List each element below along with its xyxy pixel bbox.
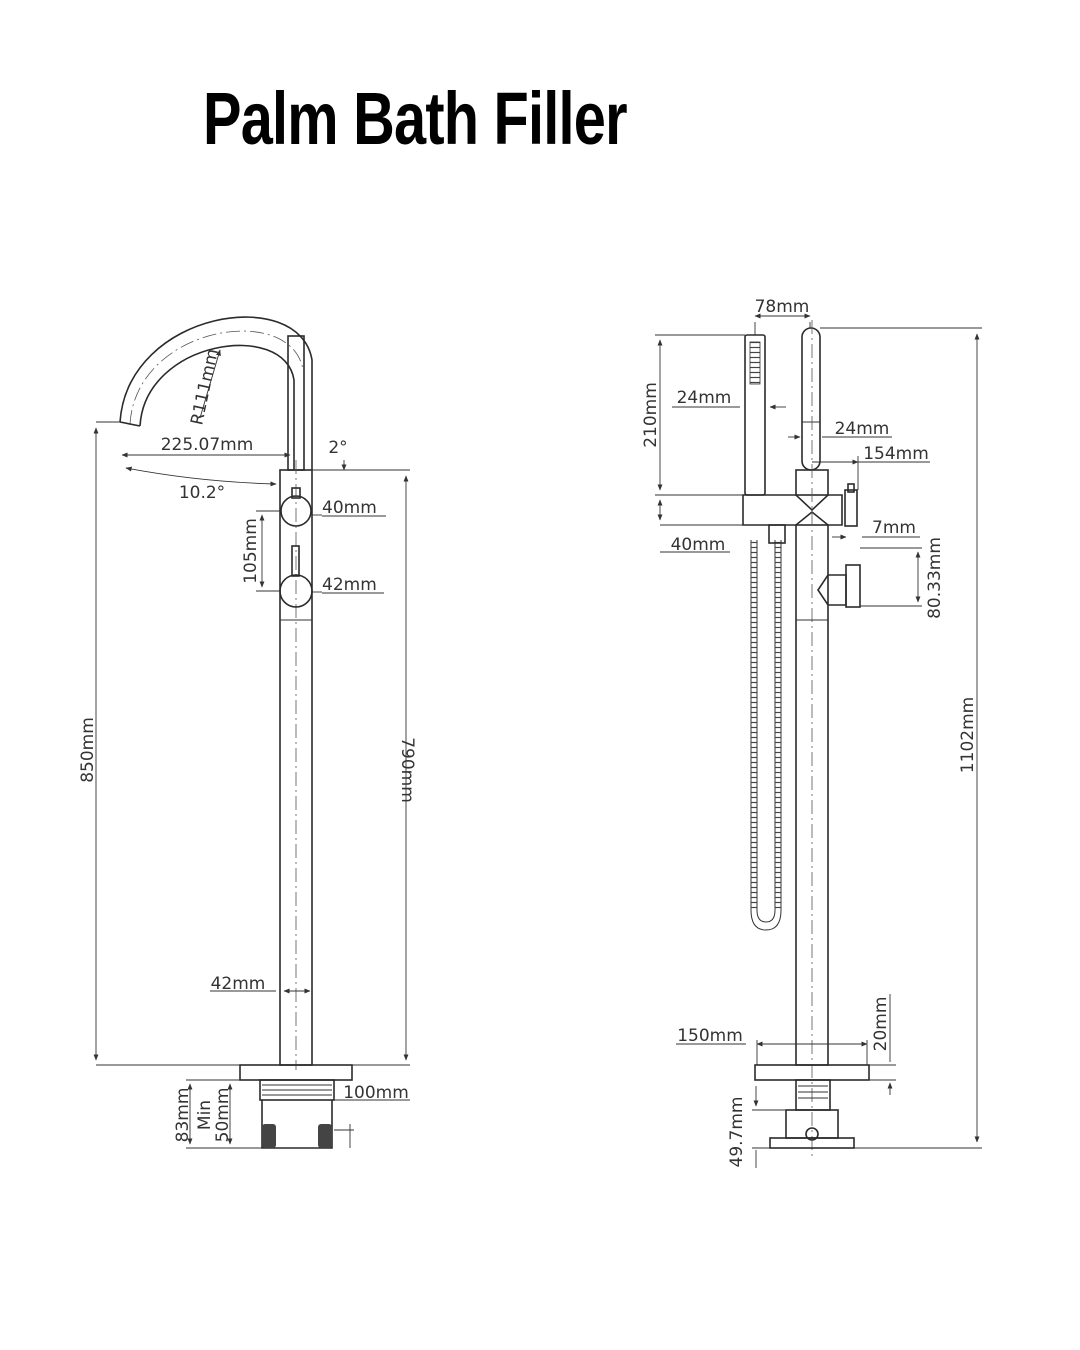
right-overall-height-label: 1102mm	[958, 697, 978, 773]
spout-inner	[139, 344, 295, 470]
cradle-knob	[844, 489, 858, 527]
depth-label: 83mm	[173, 1088, 193, 1143]
top-tube	[801, 327, 821, 471]
handset-rod	[287, 335, 305, 471]
lever-offset-label: 7mm	[872, 518, 916, 538]
spout-reach-label: 225.07mm	[161, 435, 254, 455]
body-height-label: 790mm	[397, 737, 417, 803]
cradle	[742, 494, 843, 526]
lever-height-label: 80.33mm	[925, 537, 945, 619]
right-base-thread	[795, 1079, 831, 1111]
overall-height-label: 850mm	[78, 717, 98, 783]
right-view: 78mm 210mm 24mm 24mm 154mm 40mm 7mm 80.3…	[641, 297, 982, 1168]
radius-label: R111mm	[187, 347, 223, 427]
handset-dia-label: 24mm	[677, 388, 732, 408]
upper-handle	[280, 495, 312, 527]
page-title: Palm Bath Filler	[203, 77, 628, 160]
body-top-dia-label: 24mm	[835, 419, 890, 439]
base-plate-label: 150mm	[677, 1026, 743, 1046]
spout-angle-label: 10.2°	[179, 483, 225, 503]
lever	[845, 564, 861, 608]
base-thread	[259, 1079, 335, 1101]
spacing-top-label: 78mm	[755, 297, 810, 317]
top-angle-label: 2°	[328, 438, 347, 458]
min-depth-label-2: 50mm	[213, 1088, 233, 1143]
cradle-height-label: 40mm	[671, 535, 726, 555]
min-depth-label-1: Min	[195, 1100, 215, 1130]
body-offset-label: 154mm	[863, 444, 929, 464]
handle-top-dia-label: 40mm	[322, 498, 377, 518]
body-dia-label: 42mm	[211, 974, 266, 994]
lever-block	[817, 574, 847, 606]
hose-connector	[768, 524, 786, 544]
base-dia-label: 100mm	[343, 1083, 409, 1103]
fixing-body	[261, 1100, 333, 1149]
handset-length-label: 210mm	[641, 382, 661, 448]
base-thickness-label: 20mm	[871, 997, 891, 1052]
fixing-depth-label: 49.7mm	[727, 1097, 747, 1168]
handle-spacing-label: 105mm	[241, 518, 261, 584]
fixing-plate	[769, 1137, 855, 1149]
handle-low-dia-label: 42mm	[322, 575, 377, 595]
left-view: 850mm 790mm 225.07mm 10.2° R111mm 2° 40m…	[78, 316, 417, 1149]
